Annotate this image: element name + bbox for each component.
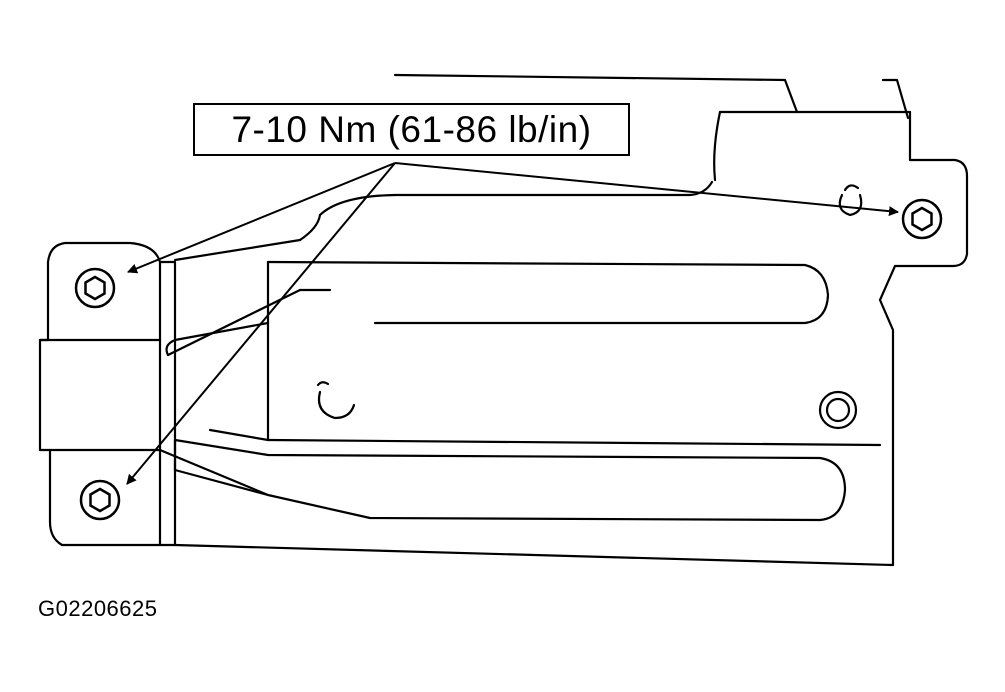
hex-bolt-icon xyxy=(79,479,121,521)
torque-callout: 7-10 Nm (61-86 lb/in) xyxy=(193,103,630,156)
hex-bolt-icon xyxy=(74,267,116,309)
figure-id: G02206625 xyxy=(38,596,158,621)
arrow-icon xyxy=(126,162,899,485)
bracket-outline xyxy=(38,73,969,567)
torque-label: 7-10 Nm (61-86 lb/in) xyxy=(231,108,592,150)
hex-bolt-icon xyxy=(901,198,943,240)
